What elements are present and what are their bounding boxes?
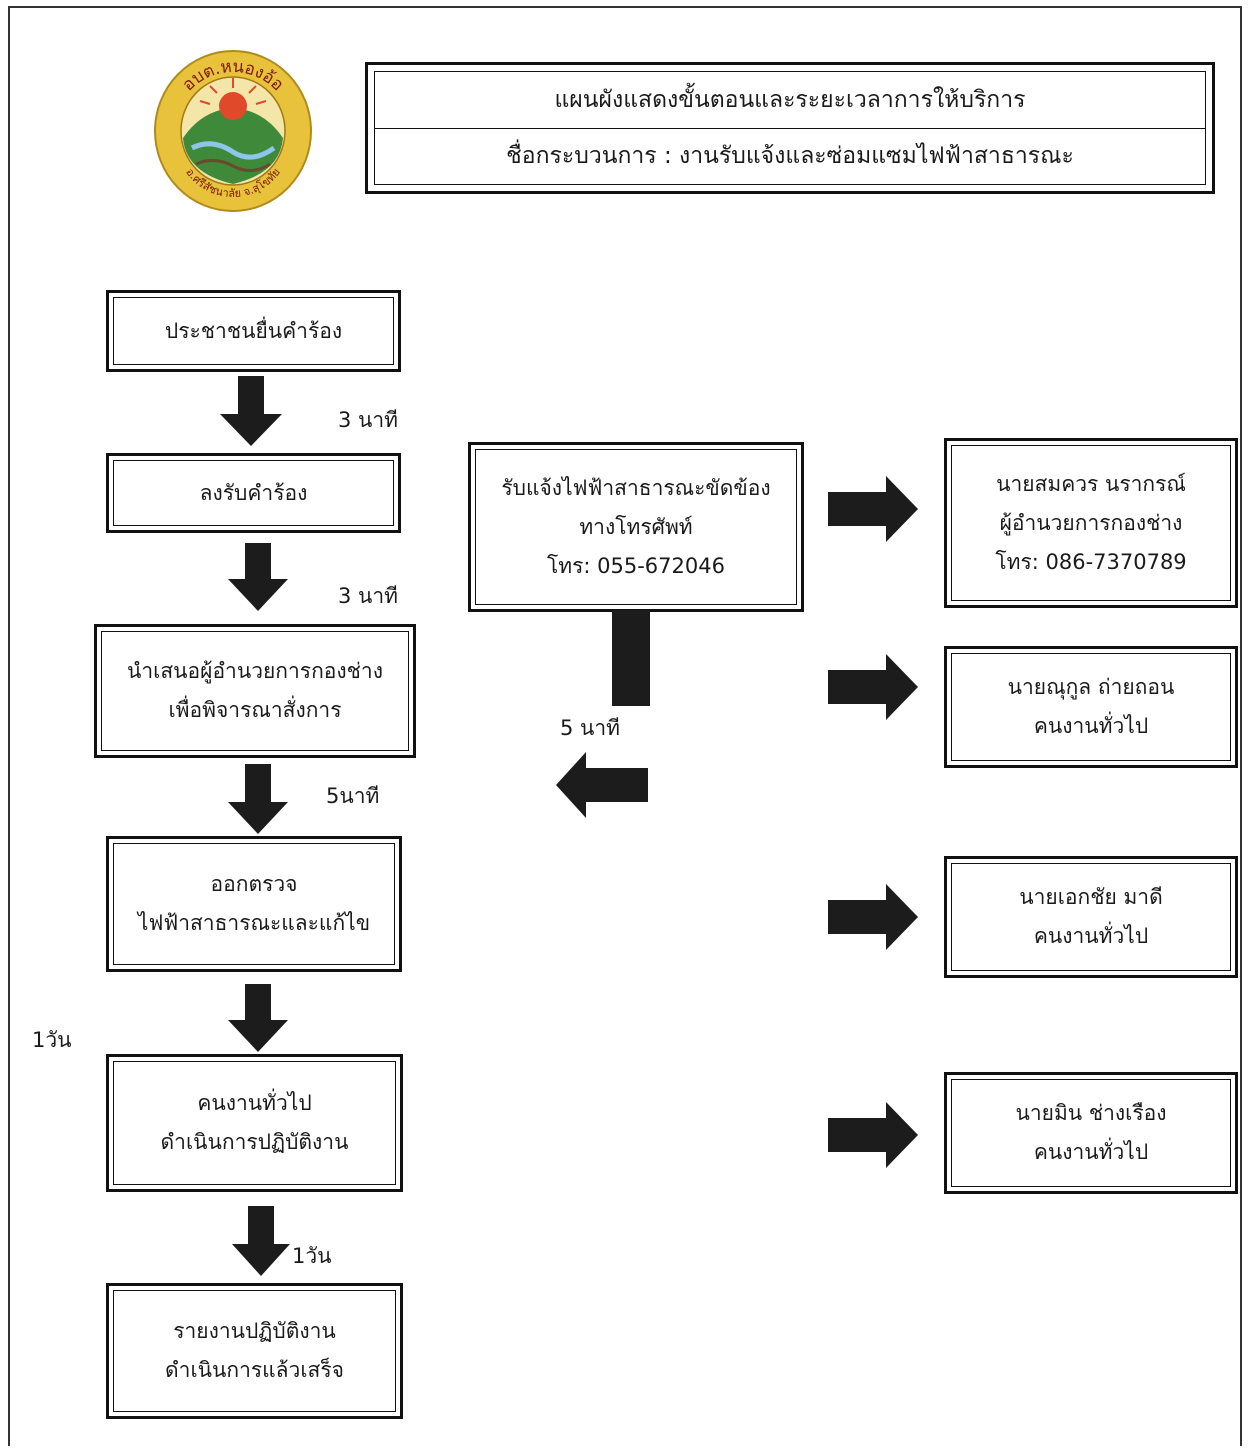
step-receive-request: ลงรับคำร้อง bbox=[106, 453, 401, 533]
page-frame bbox=[8, 6, 1242, 1446]
page-title: แผนผังแสดงขั้นตอนและระยะเวลาการให้บริการ bbox=[554, 86, 1026, 113]
phone-report-box: รับแจ้งไฟฟ้าสาธารณะขัดข้อง ทางโทรศัพท์ โ… bbox=[468, 442, 804, 612]
duration-label: 5 นาที bbox=[560, 716, 621, 740]
arrow-down-1 bbox=[220, 376, 282, 446]
arrow-down-2 bbox=[228, 543, 288, 611]
process-name: ชื่อกระบวนการ : งานรับแจ้งและซ่อมแซมไฟฟ้… bbox=[375, 127, 1205, 185]
duration-label: 1วัน bbox=[292, 1244, 332, 1268]
title-box: แผนผังแสดงขั้นตอนและระยะเวลาการให้บริการ… bbox=[365, 62, 1215, 194]
staff-director-box: นายสมควร นรากรณ์ ผู้อำนวยการกองช่าง โทร:… bbox=[944, 438, 1238, 608]
arrow-right-1 bbox=[828, 476, 918, 542]
organization-seal: อบต.หนองอ้อ อ.ศรีสัชนาลัย จ.สุโขทัย bbox=[154, 50, 312, 212]
step-submit-request: ประชาชนยื่นคำร้อง bbox=[106, 290, 401, 372]
arrow-down-4 bbox=[228, 984, 288, 1052]
connector-bar bbox=[612, 610, 650, 706]
arrow-down-5 bbox=[232, 1206, 290, 1276]
duration-label: 3 นาที bbox=[338, 584, 399, 608]
step-report-complete: รายงานปฏิบัติงาน ดำเนินการแล้วเสร็จ bbox=[106, 1283, 403, 1419]
arrow-left bbox=[556, 752, 648, 818]
staff-worker-box: นายมิน ช่างเรือง คนงานทั่วไป bbox=[944, 1072, 1238, 1194]
arrow-right-3 bbox=[828, 884, 918, 950]
arrow-down-3 bbox=[228, 764, 288, 834]
step-present-director: นำเสนอผู้อำนวยการกองช่าง เพื่อพิจารณาสั่… bbox=[94, 624, 416, 758]
duration-label: 3 นาที bbox=[338, 408, 399, 432]
step-worker-operation: คนงานทั่วไป ดำเนินการปฏิบัติงาน bbox=[106, 1054, 403, 1192]
step-inspect-fix: ออกตรวจ ไฟฟ้าสาธารณะและแก้ไข bbox=[106, 836, 402, 972]
duration-label: 1วัน bbox=[32, 1028, 72, 1052]
arrow-right-4 bbox=[828, 1102, 918, 1168]
staff-worker-box: นายณุกูล ถ่ายถอน คนงานทั่วไป bbox=[944, 646, 1238, 768]
duration-label: 5นาที bbox=[326, 784, 380, 808]
staff-worker-box: นายเอกชัย มาดี คนงานทั่วไป bbox=[944, 856, 1238, 978]
arrow-right-2 bbox=[828, 654, 918, 720]
